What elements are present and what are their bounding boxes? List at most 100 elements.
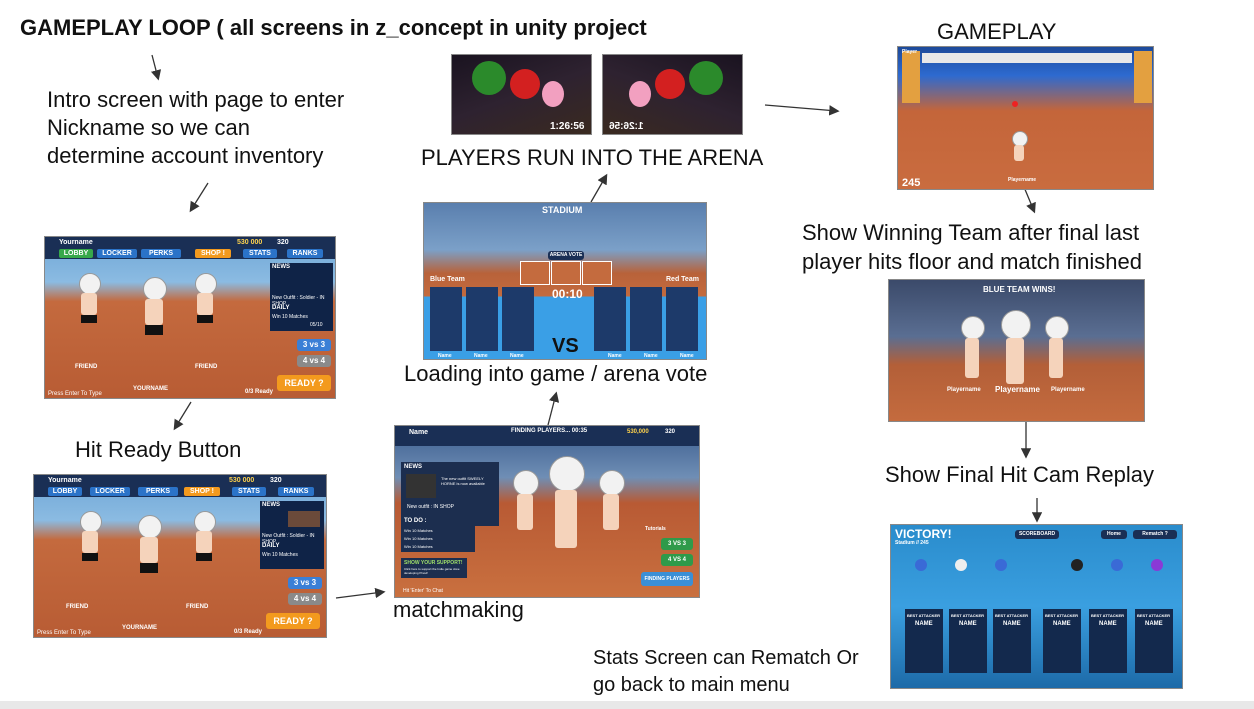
nav-locker[interactable]: LOCKER: [97, 249, 137, 258]
card-name: Name: [680, 353, 694, 359]
player-name: Yourname: [48, 477, 82, 484]
lobby-screenshot: Yourname 530 000 320 LOBBY LOCKER PERKS …: [44, 236, 336, 399]
arena-option[interactable]: [520, 261, 550, 285]
daily-progress: 05/10: [310, 322, 323, 328]
page-bottom-bar: [0, 701, 1254, 709]
intro-frame-left: 1:26:56: [451, 54, 592, 135]
intro-time-right: 1:26:56: [609, 121, 644, 132]
nav-stats[interactable]: STATS: [243, 249, 277, 258]
blue-team-label: Blue Team: [430, 276, 465, 283]
mm-news-text: The new outfit SWEELY HORNE is now avail…: [441, 476, 485, 486]
vs-label: VS: [552, 335, 579, 357]
step-hit-ready-label: Hit Ready Button: [75, 437, 242, 462]
card-name: Name: [608, 353, 622, 359]
rematch-button[interactable]: Rematch ?: [1133, 530, 1177, 539]
nav-shop[interactable]: SHOP !: [195, 249, 231, 258]
best-attacker-label: BEST ATTACKER: [907, 613, 941, 618]
victory-characters: [915, 559, 1165, 603]
character-red: [655, 69, 685, 99]
player-card: [466, 287, 498, 351]
gems-value: 320: [270, 477, 282, 484]
stat-name: NAME: [1053, 621, 1071, 627]
mm-todo-heading: TO DO :: [404, 518, 427, 524]
nav-stats[interactable]: STATS: [232, 487, 266, 496]
character-green: [689, 61, 723, 95]
stat-name: NAME: [1003, 621, 1021, 627]
victory-title: VICTORY!: [895, 527, 952, 541]
ready-count: 0/3 Ready: [245, 389, 274, 395]
mm-support-text: Click here to support the Indie game dov…: [404, 567, 460, 575]
card-name: Name: [474, 353, 488, 359]
mm-tutorials[interactable]: Tutorials: [645, 526, 666, 532]
victory-stadium: Stadium // 245: [895, 540, 929, 546]
ready-button[interactable]: READY ?: [266, 613, 320, 629]
best-attacker-label: BEST ATTACKER: [1137, 613, 1171, 618]
arrow-loading-to-run: [590, 173, 608, 203]
daily-item: Win 10 Matches: [272, 314, 308, 320]
red-team-cards: [594, 285, 704, 355]
friend-tag-left: FRIEND: [66, 604, 89, 610]
daily-item: Win 10 Matches: [262, 552, 298, 558]
player-card: [594, 287, 626, 351]
mode-3v3-button[interactable]: 3 vs 3: [288, 577, 322, 589]
winning-name: Playername: [1051, 387, 1085, 393]
vote-timer: 00:10: [552, 287, 583, 301]
mode-4v4-button[interactable]: 4 vs 4: [297, 355, 331, 367]
step-show-winning-label: Show Winning Team after final last playe…: [802, 220, 1142, 274]
mm-3v3-button[interactable]: 3 VS 3: [661, 538, 693, 550]
nav-perks[interactable]: PERKS: [138, 487, 178, 496]
gameplay-score: 245: [902, 177, 921, 189]
nav-ranks[interactable]: RANKS: [278, 487, 314, 496]
nav-lobby[interactable]: LOBBY: [48, 487, 82, 496]
left-team-stats: [905, 609, 1035, 685]
card-name: Name: [510, 353, 524, 359]
stadium-label: STADIUM: [542, 205, 583, 215]
nav-lobby[interactable]: LOBBY: [59, 249, 93, 258]
stat-name: NAME: [959, 621, 977, 627]
character-green: [472, 61, 506, 95]
arena-option[interactable]: [582, 261, 612, 285]
arena-vote-options[interactable]: [520, 261, 612, 285]
scoreboard-button[interactable]: SCOREBOARD: [1015, 530, 1059, 539]
card-name: Name: [644, 353, 658, 359]
mm-todo-item: Win 10 Matches: [404, 528, 433, 533]
matchmaking-navbar: [395, 426, 699, 446]
arrow-title-to-intro: [150, 54, 162, 81]
mm-news-panel: NEWS The new outfit SWEELY HORNE is now …: [401, 462, 499, 526]
news-heading: NEWS: [272, 264, 290, 270]
mm-finding-text: FINDING PLAYERS... 00:35: [511, 428, 588, 434]
player-label: Player: [902, 49, 918, 55]
winning-screenshot: BLUE TEAM WINS! Playername Playername Pl…: [888, 279, 1145, 422]
lobby-ready-screenshot: Yourname 530 000 320 LOBBY LOCKER PERKS …: [33, 474, 327, 638]
character-pink: [542, 81, 564, 107]
mm-finding-button[interactable]: FINDING PLAYERS: [641, 572, 693, 586]
diagram-title: GAMEPLAY LOOP ( all screens in z_concept…: [20, 15, 647, 40]
player-card: [430, 287, 462, 351]
nav-shop[interactable]: SHOP !: [184, 487, 220, 496]
player-panel-right: [1134, 51, 1152, 103]
mode-4v4-button[interactable]: 4 vs 4: [288, 593, 322, 605]
news-item: New Outfit : Soldier - IN SHOP: [262, 533, 315, 545]
yourname-tag: YOURNAME: [133, 386, 169, 392]
arena-option[interactable]: [551, 261, 581, 285]
arrow-intro-to-lobby: [189, 182, 209, 213]
player-card: [502, 287, 534, 351]
home-button[interactable]: Home: [1101, 530, 1127, 539]
step-loading-label: Loading into game / arena vote: [404, 361, 708, 386]
blue-team-cards: [430, 285, 536, 355]
stat-name: NAME: [1145, 621, 1163, 627]
nav-locker[interactable]: LOCKER: [90, 487, 130, 496]
nav-perks[interactable]: PERKS: [141, 249, 181, 258]
mm-todo-panel: TO DO : Win 10 Matches Win 10 Matches Wi…: [401, 516, 475, 552]
mode-3v3-button[interactable]: 3 vs 3: [297, 339, 331, 351]
winning-banner: BLUE TEAM WINS!: [983, 285, 1056, 294]
player-card: [666, 287, 698, 351]
mm-support-panel[interactable]: SHOW YOUR SUPPORT! Click here to support…: [401, 558, 467, 578]
character-pink: [629, 81, 651, 107]
intro-time-left: 1:26:56: [550, 121, 585, 132]
nav-ranks[interactable]: RANKS: [287, 249, 323, 258]
arena-vote-label: ARENA VOTE: [548, 251, 584, 260]
ready-button[interactable]: READY ?: [277, 375, 331, 391]
mm-4v4-button[interactable]: 4 VS 4: [661, 554, 693, 566]
